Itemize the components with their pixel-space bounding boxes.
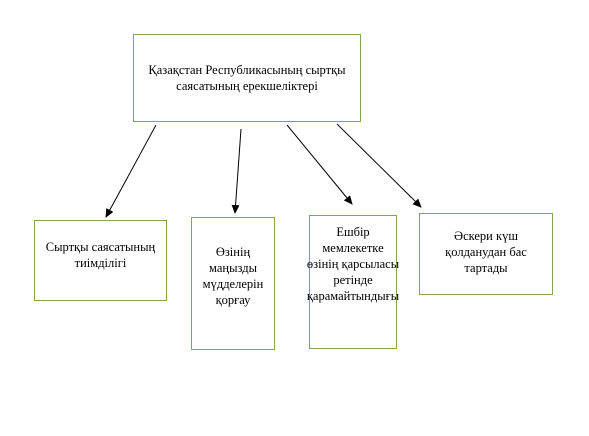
arrow-to-box-4	[336, 123, 422, 208]
child-box-no-military-force: Әскери күш қолданудан бас тартады	[419, 213, 553, 295]
child-box-label: Ешбір мемлекетке өзінің қарсыласы ретінд…	[306, 225, 400, 303]
arrow-to-box-1	[105, 124, 157, 218]
root-box-label: Қазақстан Республикасының сыртқы саясаты…	[148, 63, 346, 93]
root-box: Қазақстан Республикасының сыртқы саясаты…	[133, 34, 361, 122]
child-box-label: Өзінің маңызды мүдделерін қорғау	[202, 245, 264, 307]
child-box-effectiveness: Сыртқы саясатының тиімділігі	[34, 220, 167, 301]
child-box-label: Сыртқы саясатының тиімділігі	[45, 240, 156, 270]
child-box-interests: Өзінің маңызды мүдделерін қорғау	[191, 217, 275, 350]
child-box-label: Әскери күш қолданудан бас тартады	[445, 229, 527, 275]
child-box-no-adversary: Ешбір мемлекетке өзінің қарсыласы ретінд…	[306, 215, 400, 349]
arrow-to-box-3	[286, 124, 353, 205]
arrow-to-box-2	[231, 128, 242, 214]
